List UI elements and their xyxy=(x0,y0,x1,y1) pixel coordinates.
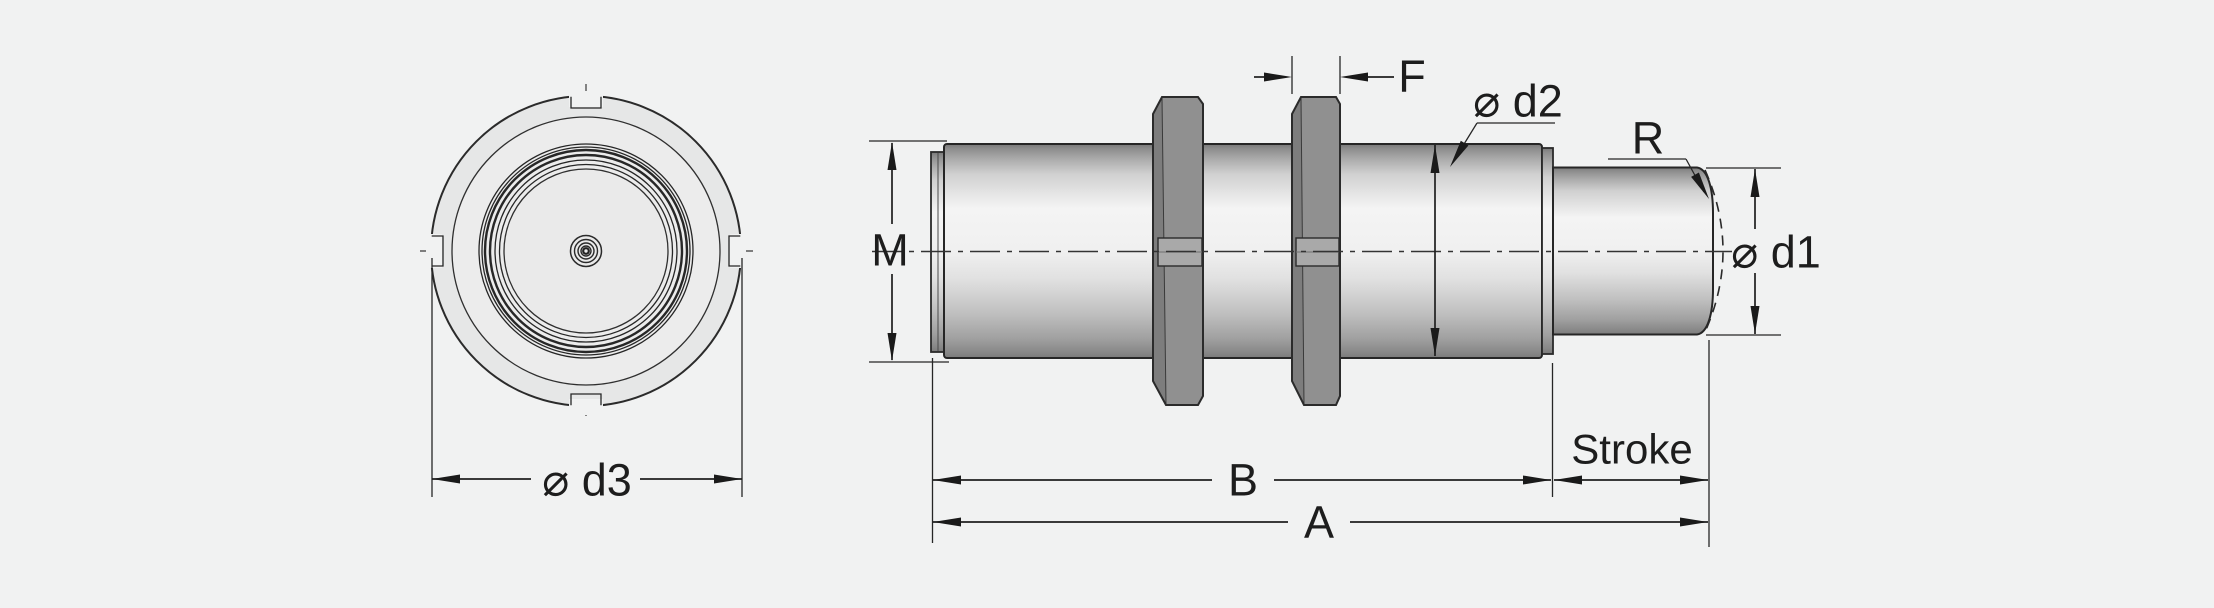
front-body-circles xyxy=(430,95,742,407)
dimension-a: A xyxy=(933,497,1708,548)
dimension-d3: ⌀ d3 xyxy=(431,258,743,506)
dimension-r: R xyxy=(1608,113,1709,199)
dim-label-b: B xyxy=(1228,455,1258,506)
dimension-f: F xyxy=(1254,51,1426,102)
side-view: M F ⌀ d2 R xyxy=(869,51,1821,548)
rod-end-radius-dashed-arc xyxy=(1704,169,1724,333)
dimension-d1: ⌀ d1 xyxy=(1706,167,1821,336)
dim-label-r: R xyxy=(1632,113,1665,164)
dim-label-d3: ⌀ d3 xyxy=(542,455,632,506)
dimension-stroke: Stroke xyxy=(1554,426,1708,485)
front-view: ⌀ d3 xyxy=(420,84,753,506)
dimension-b: B xyxy=(933,455,1551,506)
front-notches xyxy=(426,91,746,415)
dim-label-d1: ⌀ d1 xyxy=(1731,227,1821,278)
dimension-d2: ⌀ d2 xyxy=(1430,76,1563,356)
length-extension-lines xyxy=(931,340,1710,547)
dim-label-a: A xyxy=(1304,497,1334,548)
dim-label-d2: ⌀ d2 xyxy=(1473,76,1563,127)
dim-label-stroke: Stroke xyxy=(1571,426,1692,473)
dimension-m: M xyxy=(869,140,949,363)
dim-label-f: F xyxy=(1398,51,1426,102)
front-center-knob xyxy=(569,234,603,268)
dim-label-m: M xyxy=(871,225,909,276)
